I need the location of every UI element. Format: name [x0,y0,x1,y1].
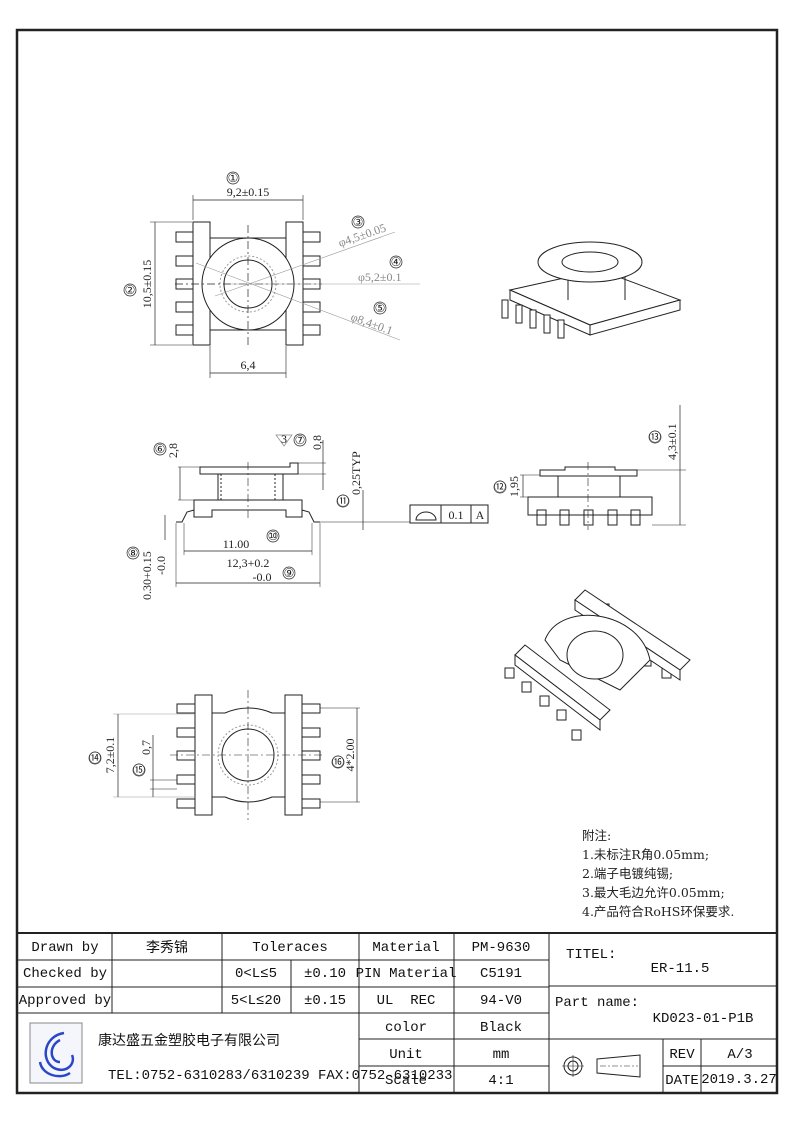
prop-value-pin-material: C5191 [480,966,522,982]
callout-13: ⑬ [649,430,661,444]
callout-3: ③ [353,215,364,229]
flag-note-3: 3 [281,432,287,446]
dim-coplanarity: 0.30+0.15 [140,551,154,600]
callout-10: ⑩ [268,529,279,543]
dim-outer-diameter: φ8,4±0.1 [349,310,395,338]
prop-label-material: Material [372,940,439,956]
tol-value-1: ±0.10 [304,966,346,982]
dim-pin-span: 11.00 [223,537,250,551]
dim-coplanarity-tol: -0.0 [154,556,168,575]
tolerances-label: Toleraces [252,940,328,956]
company-name: 康达盛五金塑胶电子有限公司 [98,1032,280,1049]
rev-value: A/3 [727,1047,752,1063]
dim-flange-height: 2,8 [166,443,180,458]
prop-label-color: color [385,1020,427,1036]
part-name-label: Part name: [555,995,639,1011]
callout-15: ⑮ [133,763,145,777]
title-block-grid [17,932,777,1093]
prop-value-material: PM-9630 [472,940,531,956]
note-item: 4.产品符合RoHS环保要求. [582,904,735,919]
rev-label: REV [669,1047,695,1063]
drawn-by-value: 李秀锦 [146,939,188,956]
dim-inner-width: 6,4 [241,358,256,372]
prop-value-unit: mm [493,1047,510,1063]
prop-value-color: Black [480,1020,522,1036]
prop-label-pin-material: PIN Material [356,966,457,982]
sheet-border [15,28,779,1095]
date-label: DATE [665,1073,699,1089]
tol-value-2: ±0.15 [304,993,346,1009]
tol-range-2: 5<L≤20 [231,993,281,1009]
approved-by-label: Approved by [19,993,111,1009]
dim-pin-pitch: 4*2.00 [343,739,357,772]
prop-value-ul: 94-V0 [480,993,522,1009]
callout-7: ⑦ [295,433,306,447]
callout-1: ① [228,171,239,185]
drawing-title: ER-11.5 [651,961,710,977]
callout-8: ⑧ [128,546,139,560]
drawn-by-label: Drawn by [31,940,98,956]
datum-reference: A [476,508,485,522]
notes-title: 附注: [582,828,612,843]
dim-flange-thickness: 0,8 [310,435,324,450]
datum-tolerance: 0.1 [449,508,464,522]
callout-5: ⑤ [375,301,386,315]
callout-6: ⑥ [155,442,166,456]
dim-pin-width: 0,7 [139,740,153,755]
dim-dashed-diameter: φ5,2±0.1 [358,270,402,284]
callout-14: ⑭ [89,751,101,765]
dim-pin-thickness: 0,25TYP [349,451,363,495]
date-value: 2019.3.27 [701,1072,777,1088]
checked-by-label: Checked by [23,966,107,982]
side-view [126,433,489,587]
bottom-view [88,690,360,820]
prop-label-unit: Unit [389,1047,423,1063]
isometric-view-bottom [504,589,691,741]
dim-base-height: 1,95 [507,476,521,497]
tol-range-1: 0<L≤5 [235,966,277,982]
note-item: 1.未标注R角0.05mm; [582,847,710,862]
callout-9: ⑨ [284,566,295,580]
profile-of-surface-icon [415,511,437,521]
prop-label-scale: Scale [385,1073,427,1089]
dim-overall-height: 4,3±0.1 [665,423,679,460]
prop-label-ul: UL REC [377,993,436,1009]
company-logo [29,1022,83,1084]
callout-12: ⑫ [494,480,506,494]
dim-pin-row-span: 7,2±0.1 [103,737,117,774]
callout-2: ② [125,283,136,297]
company-contact: TEL:0752-6310283/6310239 FAX:0752-631023… [108,1068,452,1084]
dim-overall-length-tol: -0.0 [253,570,272,584]
top-view [123,171,420,378]
first-angle-projection-icon [562,1054,641,1078]
part-name-value: KD023-01-P1B [653,1011,754,1027]
dim-overall-length: 12,3+0.2 [227,556,270,570]
dim-width: 9,2±0.15 [227,185,270,199]
note-item: 3.最大毛边允许0.05mm; [582,885,725,900]
callout-11: ⑪ [337,494,349,508]
isometric-view-top [501,241,682,339]
prop-value-scale: 4:1 [488,1073,513,1089]
dim-length: 10,5±0.15 [140,260,154,309]
callout-4: ④ [391,255,402,269]
notes-block: 附注: 1.未标注R角0.05mm; 2.端子电镀纯锡; 3.最大毛边允许0.0… [582,826,734,921]
end-view [493,405,686,530]
title-label: TITEL: [566,947,616,963]
callout-16: ⑯ [332,755,344,769]
note-item: 2.端子电镀纯锡; [582,866,674,881]
